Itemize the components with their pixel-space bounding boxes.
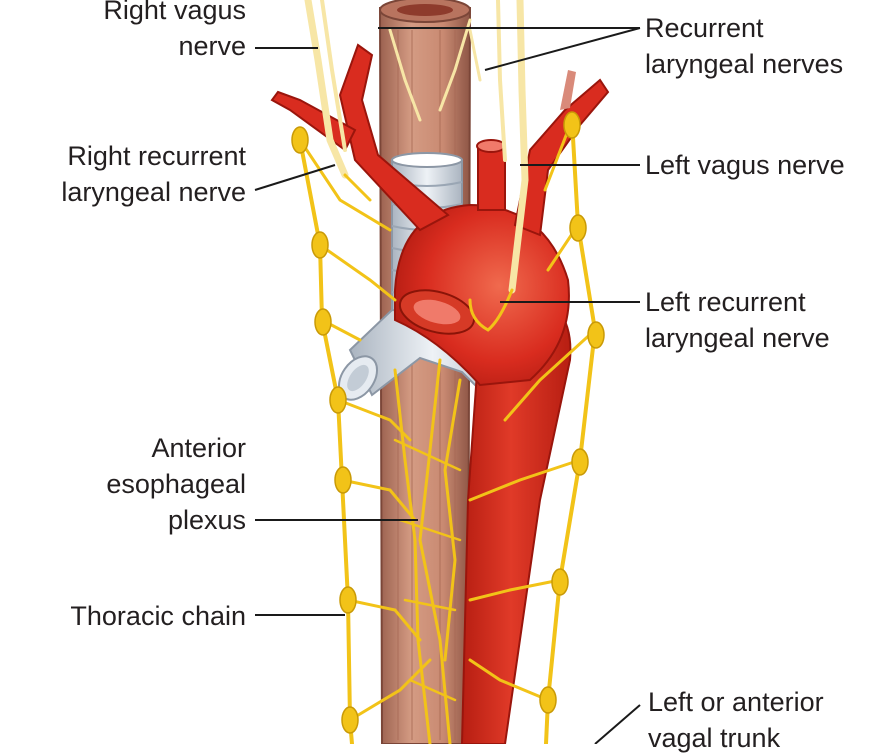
aorta [270,43,610,744]
label-left-or-anterior-vagal-trunk: Left or anterior vagal trunk [648,687,824,753]
label-right-recurrent-laryngeal-nerve: Right recurrent laryngeal nerve [61,141,246,207]
leader-lines [254,27,641,744]
label-anterior-esophageal-plexus: Anterior esophageal plexus [106,433,246,535]
label-right-vagus-nerve: Right vagus nerve [103,0,246,61]
leader-vagal-trunk [594,704,641,744]
leader-recurrent [378,27,641,71]
label-thoracic-chain: Thoracic chain [70,601,246,631]
ganglia [291,111,605,734]
label-recurrent-laryngeal-nerves: Recurrent laryngeal nerves [645,13,844,79]
leader-right-recurrent [254,164,336,191]
label-left-recurrent-laryngeal-nerve: Left recurrent laryngeal nerve [645,287,830,353]
label-left-vagus-nerve: Left vagus nerve [645,150,845,180]
